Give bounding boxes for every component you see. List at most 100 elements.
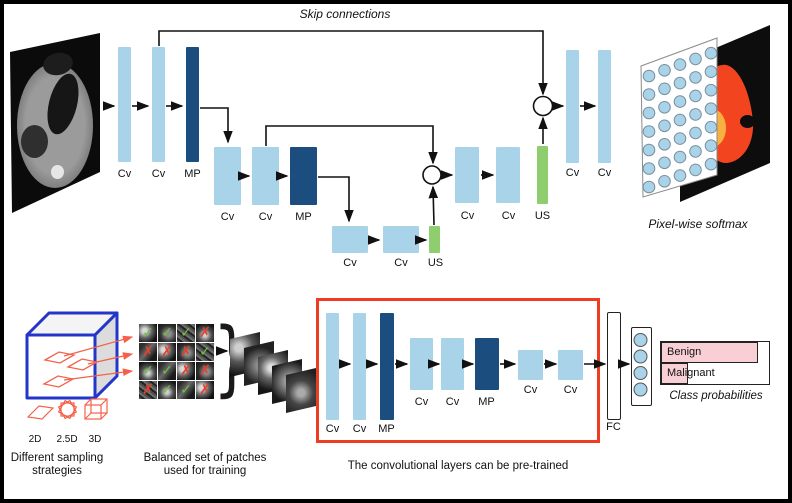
sampling-caption-line2: strategies	[32, 465, 82, 477]
softmax-pixel-circle	[642, 162, 656, 175]
skip-connection-level1	[158, 30, 548, 96]
unet-enc1-maxpool-label: MP	[184, 168, 201, 180]
sampling-arrow-1	[63, 335, 134, 357]
cnn-g3-conv1-label: Cv	[523, 384, 538, 396]
softmax-pixel-circle	[658, 156, 671, 170]
cnn-g1-conv1-label: Cv	[325, 423, 340, 435]
patch-cell: ✓	[158, 362, 176, 380]
softmax-pixel-circle	[658, 64, 671, 77]
unet-dec1-conv1-label: Cv	[565, 167, 580, 179]
segmentation-output-image	[680, 25, 770, 202]
input-ct-image	[10, 33, 100, 213]
cross-icon: ✗	[161, 344, 173, 360]
softmax-pixel-circle	[642, 125, 656, 138]
patches-caption: Balanced set of patches used for trainin…	[134, 452, 276, 478]
patch-cell: ✗	[196, 381, 214, 399]
cross-icon: ✗	[199, 325, 211, 341]
unet-enc2-conv2-label: Cv	[258, 211, 273, 223]
cnn-g2-conv1-label: Cv	[414, 396, 429, 408]
patch-cell: ✗	[158, 343, 176, 361]
cube-right-face	[93, 311, 119, 400]
patch-cell: ✓	[139, 324, 157, 342]
cnn-g1-maxpool-block	[380, 313, 394, 420]
softmax-pixel-circle	[642, 106, 656, 120]
cnn-g3-conv1-block	[518, 350, 543, 380]
unet-dec2-conv1-block	[455, 147, 479, 203]
unet-bottleneck-upsample-block	[429, 226, 440, 253]
unet-bottleneck-conv1-label: Cv	[343, 257, 357, 269]
cnn-g2-maxpool-label: MP	[478, 396, 495, 408]
cnn-g3-conv2-block	[558, 350, 583, 380]
sampling-plane-2	[66, 358, 99, 371]
unet-dec2-upsample-label: US	[534, 210, 551, 222]
class-prob-fill	[661, 342, 758, 363]
unet-bottleneck-conv1-block	[332, 226, 368, 253]
patch-cell: ✓	[177, 324, 195, 342]
pretrain-box	[316, 298, 600, 443]
class-probabilities-label: Class probabilities	[669, 390, 763, 402]
benign-label: Benign	[667, 346, 702, 358]
check-icon: ✓	[142, 363, 154, 379]
patches-caption-line2: used for training	[163, 465, 247, 477]
unet-dec2-conv2-label: Cv	[501, 210, 516, 222]
unet-enc1-conv2-block	[152, 47, 165, 162]
liver-segmentation-shape	[691, 62, 757, 166]
cross-icon: ✗	[199, 363, 211, 379]
unet-enc2-conv2-block	[252, 147, 279, 205]
softmax-pixel-circle	[658, 138, 671, 151]
malignant-row: Malignant	[661, 363, 769, 384]
cnn-g2-conv2-label: Cv	[445, 396, 460, 408]
unet-dec2-conv1-label: Cv	[460, 210, 475, 222]
output-neuron-box	[631, 327, 652, 406]
unet-enc1-conv1-block	[118, 47, 131, 162]
pixel-softmax-label: Pixel-wise softmax	[648, 217, 748, 231]
strategy-3d-label: 3D	[88, 434, 102, 445]
patch-cell: ✓	[158, 324, 176, 342]
cnn-g2-maxpool-block	[475, 338, 499, 390]
softmax-pixel-circle	[658, 82, 671, 96]
patch-cell: ✗	[177, 362, 195, 380]
cnn-g1-maxpool-label: MP	[378, 423, 395, 435]
unet-bottleneck-conv2-block	[383, 226, 419, 253]
unet-dec1-conv2-label: Cv	[597, 167, 612, 179]
check-icon: ✓	[180, 382, 192, 398]
check-icon: ✓	[180, 325, 192, 341]
patch-cell: ✗	[196, 362, 214, 380]
arrow-enc1-to-enc2	[200, 107, 233, 144]
patch-stack-image-5	[286, 368, 316, 413]
sampling-plane-3	[42, 375, 75, 388]
unet-dec2-upsample-block	[537, 146, 548, 204]
check-icon: ✓	[161, 325, 173, 341]
arrow-us3-to-merge2	[428, 185, 439, 226]
unet-enc1-conv2-label: Cv	[151, 168, 166, 180]
cross-icon: ✗	[199, 382, 211, 398]
strategy-2d-icon	[26, 405, 55, 420]
cross-icon: ✗	[142, 344, 154, 360]
pretrain-caption: The convolutional layers can be pre-trai…	[347, 460, 569, 472]
cnn-g1-conv1-block	[326, 313, 339, 420]
skip-connections-title: Skip connections	[299, 7, 391, 21]
unet-bottleneck-upsample-label: US	[427, 257, 444, 269]
sampling-caption: Different sampling strategies	[6, 452, 108, 478]
sampling-plane-1	[43, 351, 76, 364]
ct-spine-region	[51, 165, 64, 179]
strategy-25d-icon	[57, 399, 78, 420]
unet-enc2-conv1-block	[214, 147, 241, 205]
cube-top-face	[25, 311, 119, 337]
check-icon: ✓	[199, 344, 211, 360]
unet-dec1-conv2-block	[598, 50, 611, 163]
cross-icon: ✗	[180, 344, 192, 360]
cnn-g1-conv2-label: Cv	[352, 423, 367, 435]
fc-layer-block	[607, 312, 621, 420]
patch-cell: ✓	[139, 362, 157, 380]
ct-lesion-region	[21, 125, 48, 158]
check-icon: ✓	[161, 363, 173, 379]
unet-enc1-conv1-label: Cv	[117, 168, 132, 180]
patch-cell: ✗	[177, 343, 195, 361]
softmax-pixel-circle	[642, 143, 656, 157]
strategy-25d-label: 2.5D	[56, 434, 78, 445]
check-icon: ✓	[142, 325, 154, 341]
softmax-pixel-circle	[658, 175, 671, 188]
patch-cell: ✗	[139, 343, 157, 361]
